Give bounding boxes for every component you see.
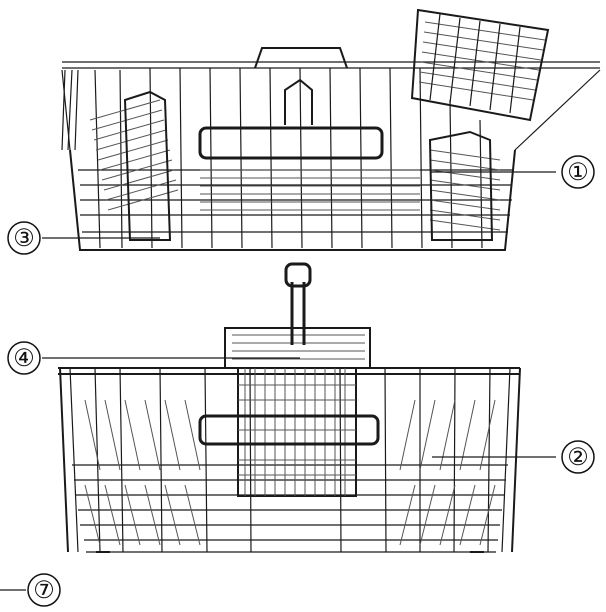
callout-7-label: ⑦	[33, 576, 55, 604]
callout-2-label: ②	[567, 443, 589, 471]
lower-rack	[58, 262, 521, 553]
cutlery-basket-handle	[290, 282, 306, 345]
callout-1: ①	[430, 155, 595, 189]
callout-4-label: ④	[13, 344, 35, 372]
lower-rack-left-tines	[84, 399, 201, 546]
callout-7: ⑦	[0, 573, 61, 607]
upper-rack	[61, 8, 601, 251]
callout-3: ③	[7, 221, 160, 255]
fold-up-cup-shelf	[410, 8, 550, 122]
callout-2: ②	[432, 440, 595, 474]
upper-rack-right-tines	[428, 130, 501, 241]
callout-4: ④	[7, 341, 300, 375]
cutlery-basket	[224, 262, 371, 497]
lower-rack-right-tines	[399, 399, 496, 546]
callout-1-label: ①	[567, 158, 589, 186]
upper-spray-arm-stem	[284, 78, 313, 125]
callout-3-label: ③	[13, 224, 35, 252]
lower-rack-handle-bar	[198, 414, 380, 446]
upper-rack-left-tines	[89, 90, 179, 241]
upper-rack-top-handle	[254, 47, 348, 69]
upper-rack-handle-bar	[198, 126, 384, 160]
